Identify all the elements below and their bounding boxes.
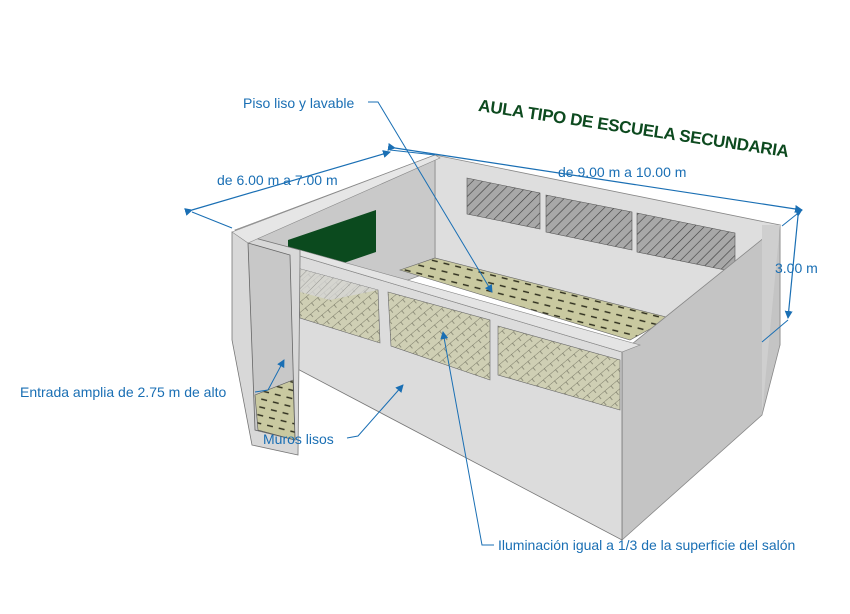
length-label: de 9.00 m a 10.00 m	[558, 164, 687, 180]
front-window-2	[387, 291, 491, 381]
lighting-callout-leader	[440, 331, 494, 546]
entrance-callout-leader	[254, 359, 285, 393]
height-dimension-arrow	[784, 208, 803, 319]
right-end-wall	[621, 224, 781, 541]
floor-callout: Piso liso y lavable	[243, 95, 355, 111]
height-label: 3.00 m	[775, 260, 818, 276]
length-dimension-arrow	[387, 142, 803, 213]
walls-callout: Muros lisos	[263, 431, 334, 447]
width-label: de 6.00 m a 7.00 m	[217, 172, 338, 188]
floor-callout-leader	[368, 101, 493, 293]
door-floor	[254, 379, 296, 441]
front-window-3	[497, 325, 621, 411]
entrance-callout: Entrada amplia de 2.75 m de alto	[20, 384, 227, 400]
width-dimension-arrow	[184, 150, 391, 216]
lighting-callout: Iluminación igual a 1/3 de la superficie…	[498, 537, 796, 553]
walls-callout-leader	[346, 384, 404, 439]
